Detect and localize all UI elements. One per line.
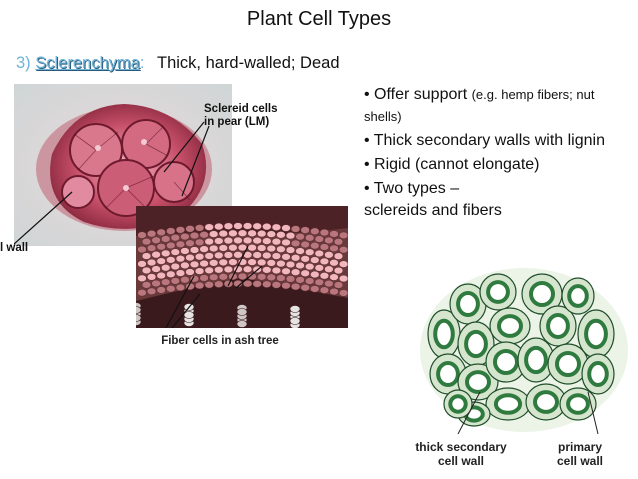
- bullet-secondary-walls: • Thick secondary walls with lignin: [364, 132, 605, 149]
- fiber-micrograph: [136, 206, 348, 328]
- bullet-types-list: sclereids and fibers: [364, 202, 502, 219]
- cell-wall-label: l wall: [0, 242, 29, 254]
- primary-wall-label: primary cell wall: [556, 440, 604, 468]
- heading-description: Thick, hard-walled; Dead: [157, 54, 340, 72]
- heading-colon: :: [139, 54, 145, 72]
- sclereid-label-line2: in pear (LM): [204, 116, 270, 128]
- sclereid-label: Sclereid cells in pear (LM): [204, 103, 278, 129]
- heading-number: 3): [16, 54, 31, 72]
- bullet-list: • Offer support (e.g. hemp fibers; nut s…: [364, 84, 632, 222]
- bullet-rigid: • Rigid (cannot elongate): [364, 156, 540, 173]
- bullet-two-types: • Two types –: [364, 180, 460, 197]
- heading-term: Sclerenchyma: [35, 54, 140, 72]
- sclereid-label-line1: Sclereid cells: [204, 103, 278, 115]
- slide-title: Plant Cell Types: [246, 8, 392, 30]
- sclerenchyma-heading: 3) Sclerenchyma: Thick, hard-walled; Dea…: [16, 54, 340, 73]
- secondary-wall-label: thick secondary cell wall: [415, 440, 507, 468]
- sclerenchyma-cell-diagram: [418, 264, 630, 434]
- sclereid-micrograph: [14, 84, 232, 246]
- fiber-label: Fiber cells in ash tree: [161, 335, 279, 347]
- bullet-support: • Offer support (e.g. hemp fibers; nut s…: [364, 86, 595, 124]
